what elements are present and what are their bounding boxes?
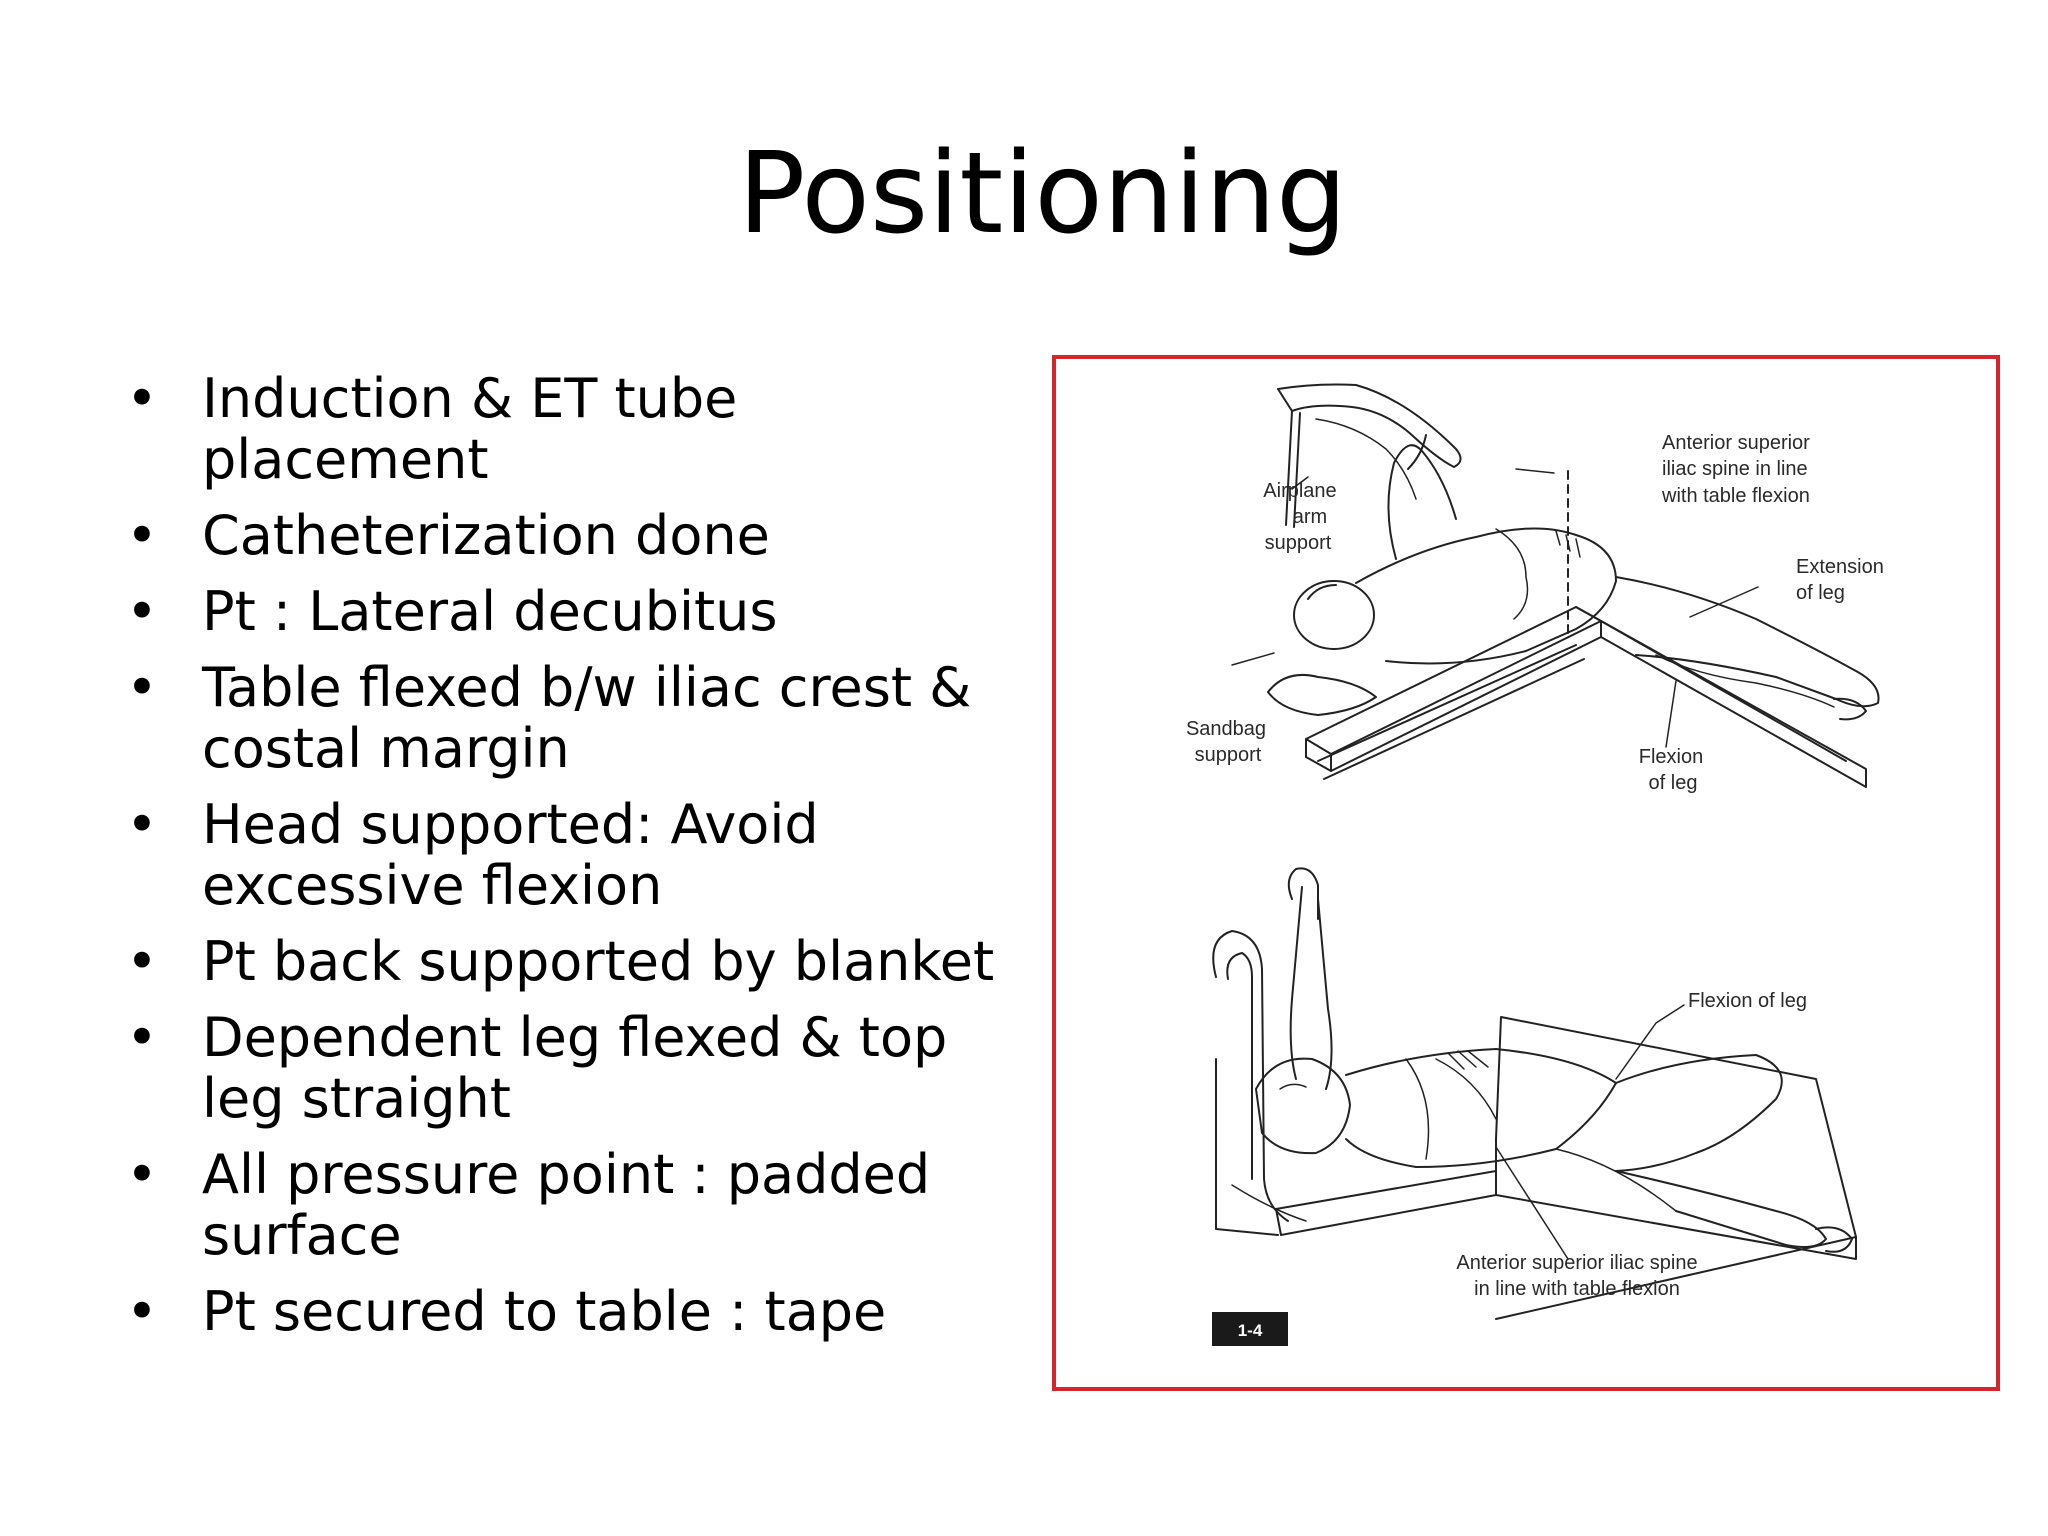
label-sandbag-support: support bbox=[1195, 744, 1262, 766]
label-flexion-leg-bottom: Flexion of leg bbox=[1688, 990, 1807, 1012]
figure-number-tag bbox=[1212, 1312, 1288, 1346]
label-airplane-support: support bbox=[1265, 532, 1332, 554]
bullet-icon: • bbox=[126, 1006, 158, 1069]
bullet-line: Induction & ET tube bbox=[202, 367, 738, 430]
bullet-line: Pt back supported by blanket bbox=[202, 930, 995, 993]
bullet-line: surface bbox=[202, 1204, 402, 1267]
label-asis-top: with table flexion bbox=[1661, 485, 1810, 507]
bullet-icon: • bbox=[126, 580, 158, 643]
slide-title: Positioning bbox=[737, 129, 1348, 259]
bullet-icon: • bbox=[126, 504, 158, 567]
bullet-icon: • bbox=[126, 930, 158, 993]
label-asis-top: iliac spine in line bbox=[1662, 458, 1808, 480]
bullet-item: • Table flexed b/w iliac crest &costal ma… bbox=[118, 657, 998, 779]
bullet-line: placement bbox=[202, 428, 489, 491]
label-asis-bottom: Anterior superior iliac spine bbox=[1456, 1252, 1697, 1274]
bullet-item: • Catheterization done bbox=[118, 505, 998, 566]
positioning-figure: Airplane arm support Anterior superior i… bbox=[1052, 355, 2000, 1391]
label-extension-leg: Extension bbox=[1796, 556, 1884, 578]
bullet-icon: • bbox=[126, 656, 158, 719]
top-view-drawing: Flexion of leg Anterior superior iliac s… bbox=[1212, 867, 1857, 1320]
bullet-item: • Pt secured to table : tape bbox=[118, 1281, 998, 1342]
bullet-line: Dependent leg flexed & top bbox=[202, 1006, 948, 1069]
label-airplane-support: Airplane bbox=[1263, 480, 1336, 502]
positioning-illustration: Airplane arm support Anterior superior i… bbox=[1186, 383, 1884, 1346]
bullet-icon: • bbox=[126, 1143, 158, 1206]
label-extension-leg: of leg bbox=[1796, 582, 1845, 604]
label-flexion-leg-top: Flexion bbox=[1639, 746, 1703, 768]
bullet-line: Pt : Lateral decubitus bbox=[202, 580, 778, 643]
figure-number-label: 1-4 bbox=[1238, 1321, 1263, 1340]
label-airplane-support: arm bbox=[1293, 506, 1327, 528]
bullet-line: costal margin bbox=[202, 717, 570, 780]
bullet-line: Catheterization done bbox=[202, 504, 770, 567]
bullet-item: • Pt : Lateral decubitus bbox=[118, 581, 998, 642]
label-sandbag-support: Sandbag bbox=[1186, 718, 1266, 740]
bullet-line: Head supported: Avoid bbox=[202, 793, 819, 856]
bullet-line: Table flexed b/w iliac crest & bbox=[202, 656, 972, 719]
bullet-icon: • bbox=[126, 793, 158, 856]
bullet-line: Pt secured to table : tape bbox=[202, 1280, 887, 1343]
label-flexion-leg-top: of leg bbox=[1649, 772, 1698, 794]
bullet-line: leg straight bbox=[202, 1067, 511, 1130]
bullet-item: • Pt back supported by blanket bbox=[118, 931, 998, 992]
bullet-line: All pressure point : padded bbox=[202, 1143, 931, 1206]
bullet-icon: • bbox=[126, 1280, 158, 1343]
label-asis-top: Anterior superior bbox=[1662, 432, 1810, 454]
bullet-line: excessive flexion bbox=[202, 854, 663, 917]
label-asis-bottom: in line with table flexion bbox=[1474, 1278, 1680, 1300]
bullet-icon: • bbox=[126, 367, 158, 430]
lateral-position-drawing: Airplane arm support Anterior superior i… bbox=[1186, 383, 1884, 794]
